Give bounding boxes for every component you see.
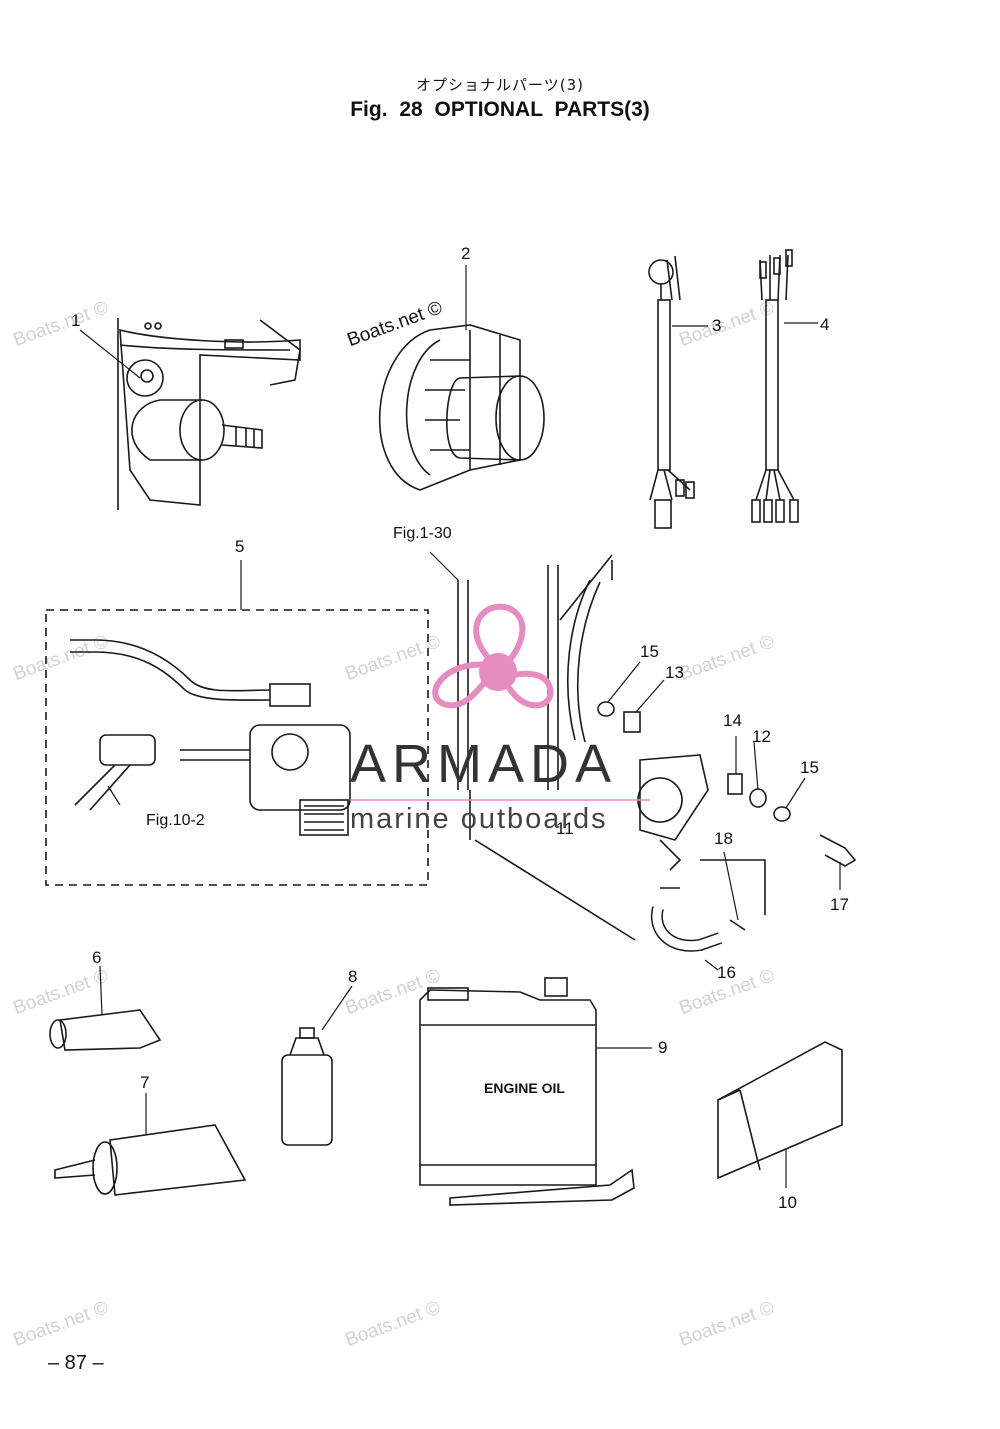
part-2-flywheel <box>378 324 545 491</box>
part-10-bag <box>717 1041 843 1180</box>
callout-13: 13 <box>665 663 684 682</box>
part-7-tube <box>54 1124 247 1196</box>
part-1-gearcase <box>117 318 301 510</box>
small-hardware <box>597 701 857 952</box>
engine-oil-label: ENGINE OIL <box>484 1080 565 1096</box>
part-3-harness <box>648 255 695 529</box>
armada-tagline: marine outboards <box>350 803 608 835</box>
armada-logo-icon <box>432 603 554 709</box>
page-number: – 87 – <box>48 1352 104 1374</box>
callout-4: 4 <box>820 315 830 334</box>
callout-11: 11 <box>556 819 574 838</box>
part-8-spray-can <box>281 1027 333 1146</box>
callout-5: 5 <box>235 537 245 556</box>
callout-17: 17 <box>830 895 849 914</box>
callout-14: 14 <box>723 711 742 730</box>
figure-reference: Fig.10-2 <box>146 812 205 829</box>
part-4-harness <box>751 249 799 523</box>
part-9-oil-can <box>419 977 635 1206</box>
figure-reference: Fig.1-30 <box>393 525 452 542</box>
callout-8: 8 <box>348 967 358 986</box>
callout-12: 12 <box>752 727 771 746</box>
callout-18: 18 <box>714 829 733 848</box>
callout-1: 1 <box>71 311 81 330</box>
callout-7: 7 <box>140 1073 150 1092</box>
callout-15: 15 <box>800 758 819 777</box>
callout-3: 3 <box>712 316 722 335</box>
part-5-kit <box>45 609 429 886</box>
callout-9: 9 <box>658 1038 668 1057</box>
leader-lines <box>79 265 841 1188</box>
callout-6: 6 <box>92 948 102 967</box>
callout-16: 16 <box>717 963 736 982</box>
callout-15: 15 <box>640 642 659 661</box>
figure-title: Fig. 28 OPTIONAL PARTS(3) <box>350 98 650 121</box>
callout-2: 2 <box>461 244 471 263</box>
armada-wordmark: ARMADA <box>350 734 618 794</box>
callout-10: 10 <box>778 1193 797 1212</box>
part-6-tube <box>49 1009 162 1051</box>
part-11-fuel-pump <box>457 554 766 941</box>
figure-subtitle-jp: オプショナルパーツ(3) <box>416 76 584 94</box>
